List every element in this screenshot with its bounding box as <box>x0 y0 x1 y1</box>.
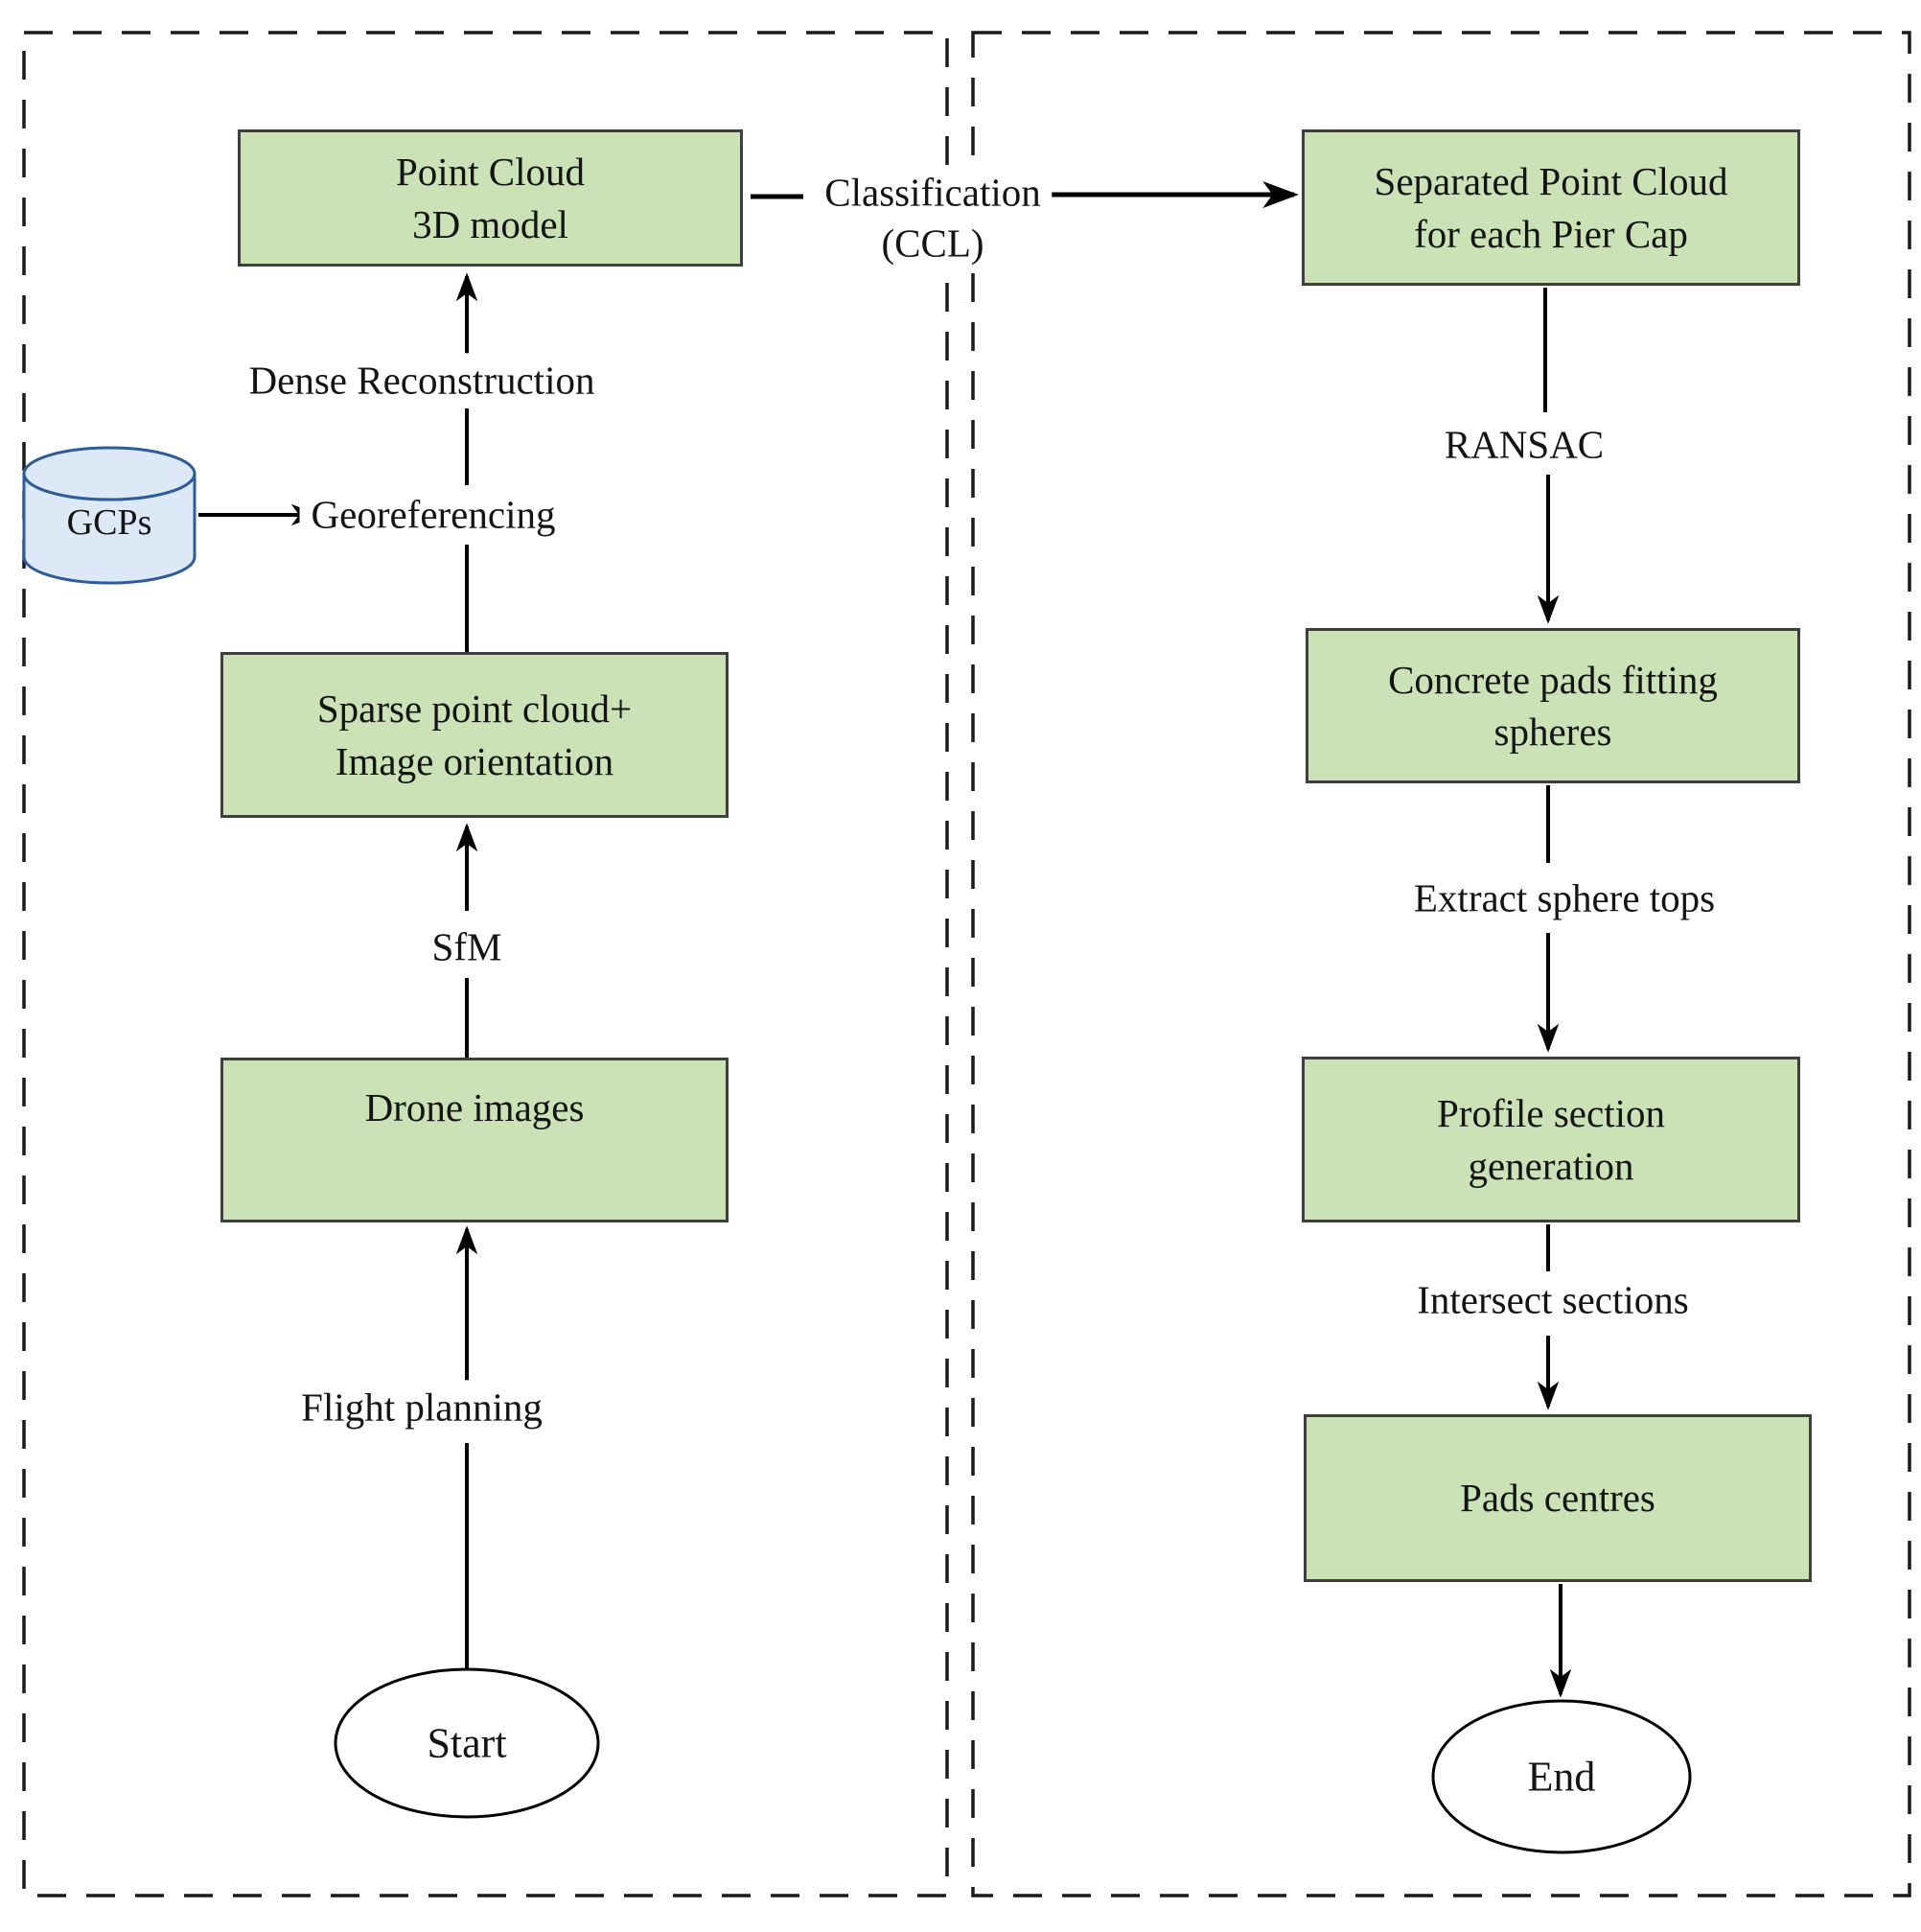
process-box-sparse-point-cloud: Sparse point cloud+ Image orientation <box>220 652 729 818</box>
process-box-point-cloud-3d-model: Point Cloud 3D model <box>238 129 743 267</box>
edge-label-intersect-sections: Intersect sections <box>1405 1272 1701 1328</box>
edge-label-sfm: SfM <box>420 919 514 975</box>
process-box-drone-images: Drone images <box>220 1058 729 1222</box>
gcps-datastore-cylinder <box>22 446 197 585</box>
end-terminal-label: End <box>1527 1753 1596 1801</box>
process-box-concrete-pads-fitting: Concrete pads fitting spheres <box>1306 628 1800 783</box>
edge-label-ransac: RANSAC <box>1432 417 1616 473</box>
edge-label-classification-ccl: Classification (CCL) <box>813 165 1053 272</box>
box-label-line: Drone images <box>364 1085 585 1129</box>
edge-label-georeferencing: Georeferencing <box>299 487 567 543</box>
box-label-line: for each Pier Cap <box>1414 211 1688 256</box>
left-panel-dashed-border <box>22 31 949 1897</box>
box-label-line: spheres <box>1493 710 1612 754</box>
edge-label-line: Classification <box>824 170 1041 215</box>
gcps-datastore-label: GCPs <box>66 502 152 543</box>
start-terminal-label: Start <box>427 1719 507 1767</box>
box-label-line: Separated Point Cloud <box>1374 159 1728 204</box>
start-terminal-ellipse <box>334 1667 600 1819</box>
box-label-line: Sparse point cloud+ <box>316 687 633 732</box>
edge-label-extract-sphere-tops: Extract sphere tops <box>1401 871 1727 926</box>
edge-label-dense-reconstruction: Dense Reconstruction <box>237 353 607 408</box>
box-label-line: Concrete pads fitting <box>1388 657 1718 702</box>
box-label-line: Pads centres <box>1460 1476 1655 1521</box>
end-terminal-ellipse <box>1431 1699 1692 1854</box>
process-box-profile-section: Profile section generation <box>1302 1057 1800 1222</box>
box-label-line: Point Cloud <box>395 150 586 195</box>
process-box-separated-point-cloud: Separated Point Cloud for each Pier Cap <box>1302 129 1800 286</box>
box-label-line: Profile section <box>1437 1091 1665 1136</box>
edge-label-flight-planning: Flight planning <box>289 1380 554 1435</box>
box-label-line: 3D model <box>412 201 568 246</box>
box-label-line: Image orientation <box>335 738 614 783</box>
box-label-line: generation <box>1468 1143 1634 1188</box>
edge-label-line: (CCL) <box>881 221 984 266</box>
process-box-pads-centres: Pads centres <box>1304 1414 1812 1582</box>
right-panel-dashed-border <box>971 31 1911 1897</box>
